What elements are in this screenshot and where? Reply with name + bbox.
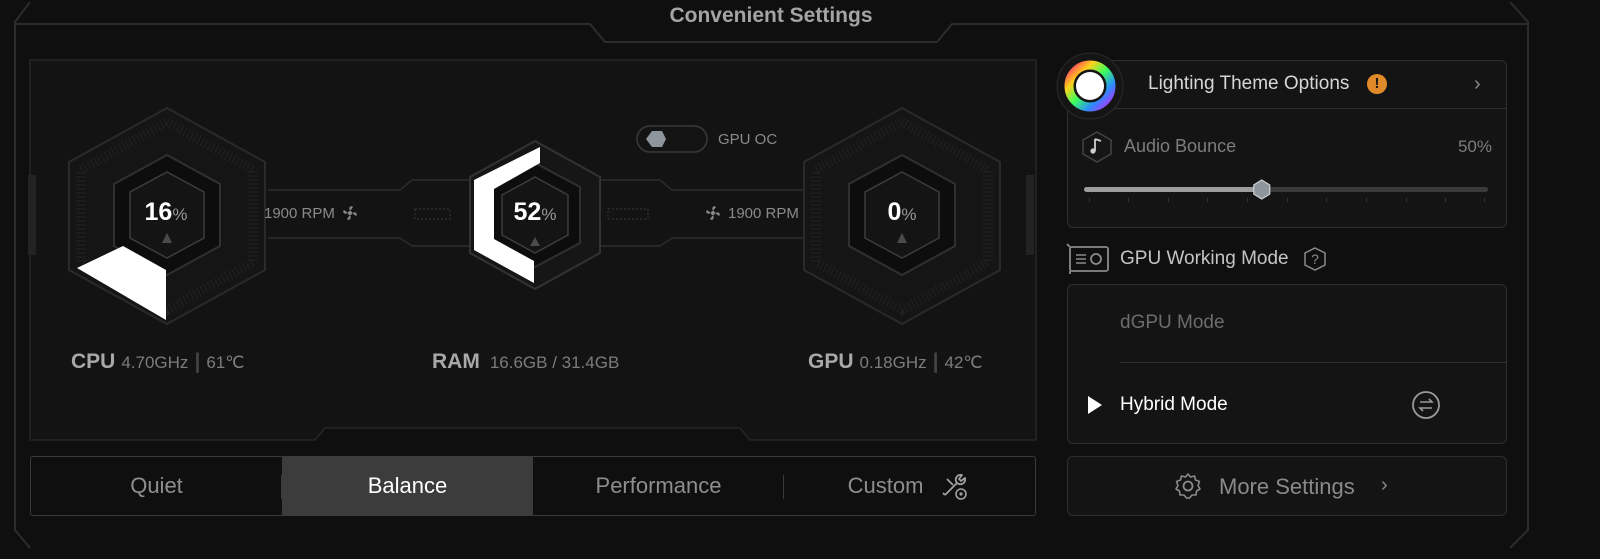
color-wheel-icon — [1056, 52, 1124, 120]
profile-tabs: Quiet Balance Performance Custom — [30, 456, 1036, 516]
svg-text:?: ? — [1311, 251, 1319, 267]
gpu-gauge — [803, 106, 1001, 326]
tab-performance[interactable]: Performance — [533, 457, 784, 515]
fan-icon — [706, 206, 720, 220]
more-settings-button[interactable] — [1067, 456, 1507, 516]
gpu-working-mode-title: GPU Working Mode — [1120, 248, 1289, 269]
chevron-right-icon[interactable]: › — [1474, 73, 1481, 95]
gpu-fan-speed: 1900 RPM — [704, 204, 799, 222]
dgpu-mode-option[interactable]: dGPU Mode — [1120, 312, 1225, 333]
cpu-fan-speed: 1900 RPM — [264, 204, 359, 222]
tab-quiet[interactable]: Quiet — [31, 457, 282, 515]
divider — [1120, 362, 1506, 363]
audio-bounce-label: Audio Bounce — [1124, 136, 1237, 156]
audio-bounce-value: 50% — [1457, 137, 1492, 156]
custom-tools-icon — [942, 473, 968, 500]
music-note-icon — [1082, 131, 1112, 163]
switch-mode-icon[interactable] — [1410, 389, 1442, 421]
fan-icon — [343, 206, 357, 220]
gpu-oc-label: GPU OC — [718, 131, 778, 148]
divider — [1067, 108, 1507, 109]
cpu-usage-value: 16% — [144, 198, 188, 226]
cpu-load-fill — [77, 246, 166, 320]
play-selected-icon — [1088, 396, 1102, 414]
warning-icon: ! — [1367, 74, 1387, 94]
cpu-gauge — [68, 106, 266, 326]
lighting-theme-options[interactable]: Lighting Theme Options — [1148, 73, 1350, 94]
ram-usage-value: 52% — [513, 198, 557, 226]
hybrid-mode-option[interactable]: Hybrid Mode — [1120, 394, 1228, 415]
ram-load-fill — [474, 147, 540, 283]
chevron-right-icon: › — [1381, 474, 1388, 496]
page-title: Convenient Settings — [669, 4, 873, 27]
tab-custom[interactable]: Custom — [784, 457, 1035, 515]
graphics-card-icon — [1066, 243, 1109, 274]
gpu-oc-toggle[interactable] — [636, 125, 712, 155]
gear-icon — [1175, 473, 1201, 499]
audio-bounce-slider[interactable] — [1080, 176, 1494, 206]
more-settings-label: More Settings — [1219, 474, 1355, 499]
gpu-mode-list — [1067, 284, 1507, 444]
gpu-usage-value: 0% — [887, 198, 917, 226]
ram-gauge — [469, 139, 601, 291]
help-icon[interactable]: ? — [1303, 247, 1327, 271]
tab-balance[interactable]: Balance — [282, 457, 533, 515]
